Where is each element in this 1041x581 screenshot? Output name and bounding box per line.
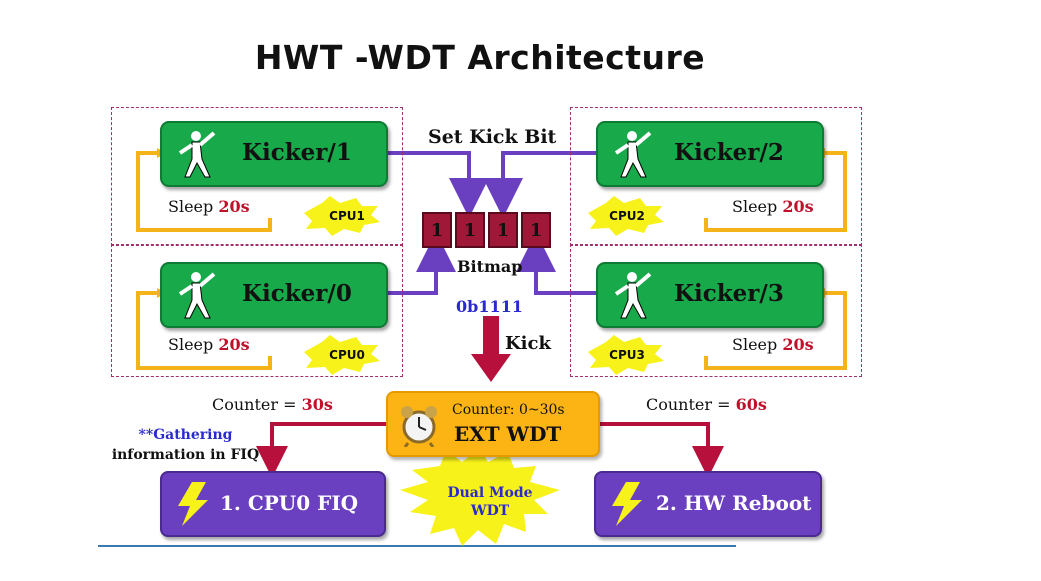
counter-prefix: Counter = — [212, 395, 302, 414]
alarm-clock-icon — [401, 406, 437, 447]
sleep-label-cpu1: Sleep 20s — [168, 197, 250, 216]
counter-value: 60s — [735, 395, 767, 414]
kicker-label: Kicker/1 — [242, 139, 352, 166]
lightning-icon — [178, 482, 208, 526]
gathering-note-line: **Gathering — [138, 427, 233, 443]
counter-line-left — [256, 422, 386, 478]
kicker-label: Kicker/3 — [674, 280, 784, 307]
sleep-label-cpu2: Sleep 20s — [732, 197, 814, 216]
kick-arrow-cpu2 — [483, 151, 596, 218]
sleep-loop-cpu2 — [704, 151, 847, 232]
cpu-label: CPU1 — [329, 209, 365, 223]
cpu-label: CPU0 — [329, 348, 365, 362]
bitmap-value: 0b1111 — [456, 297, 523, 316]
kick-label: Kick — [505, 333, 551, 354]
fiq-box: 1. CPU0 FIQ — [160, 471, 386, 537]
kicker-figure-icon — [614, 131, 652, 178]
ext-wdt-label: EXT WDT — [454, 422, 562, 446]
cpu2-region — [570, 107, 862, 246]
dual-mode-label: Dual Mode WDT — [440, 484, 540, 520]
bitmap-label: Bitmap — [457, 257, 523, 276]
burst-cpu2 — [588, 196, 664, 236]
sleep-label-cpu3: Sleep 20s — [732, 335, 814, 354]
kicker-label: Kicker/2 — [674, 139, 784, 166]
sleep-prefix: Sleep — [168, 197, 219, 216]
burst-dual-mode — [400, 448, 560, 546]
kick-arrow-cpu0 — [384, 232, 456, 295]
sleep-value: 20s — [782, 197, 814, 216]
sleep-label-cpu0: Sleep 20s — [168, 335, 250, 354]
ext-wdt-counter: Counter: 0~30s — [452, 402, 565, 418]
sleep-prefix: Sleep — [732, 197, 783, 216]
kicker-box-0: Kicker/0 — [160, 262, 388, 328]
reboot-label: 2. HW Reboot — [656, 491, 812, 515]
sleep-prefix: Sleep — [732, 335, 783, 354]
kick-big-arrow — [471, 316, 511, 382]
cpu1-region — [111, 107, 403, 246]
dual-mode-line: Dual Mode — [447, 485, 533, 501]
bitmap: 1 1 1 1 — [422, 212, 551, 248]
sleep-value: 20s — [218, 197, 250, 216]
kicker-figure-icon — [614, 272, 652, 319]
kicker-figure-icon — [178, 131, 216, 178]
sleep-prefix: Sleep — [168, 335, 219, 354]
bitmap-bit: 1 — [422, 212, 452, 248]
lightning-icon — [612, 482, 642, 526]
diagram-title: HWT -WDT Architecture — [254, 38, 706, 77]
cpu0-region — [111, 244, 403, 377]
reboot-box: 2. HW Reboot — [594, 471, 822, 537]
bitmap-bit: 1 — [488, 212, 518, 248]
burst-cpu0 — [304, 335, 380, 375]
burst-cpu1 — [304, 196, 380, 236]
kicker-figure-icon — [178, 272, 216, 319]
kicker-box-2: Kicker/2 — [596, 121, 824, 187]
fiq-label: 1. CPU0 FIQ — [220, 491, 359, 515]
bitmap-bit: 1 — [455, 212, 485, 248]
sleep-value: 20s — [782, 335, 814, 354]
burst-cpu3 — [588, 335, 664, 375]
sleep-loop-cpu0 — [136, 291, 272, 370]
bitmap-bit: 1 — [521, 212, 551, 248]
counter-line-right — [596, 422, 724, 478]
kicker-label: Kicker/0 — [242, 280, 352, 307]
kicker-box-1: Kicker/1 — [160, 121, 388, 187]
set-kick-bit-label: Set Kick Bit — [428, 126, 557, 148]
kick-arrow-cpu1 — [384, 151, 489, 218]
gathering-note: **Gathering information in FIQ — [108, 425, 263, 465]
sleep-loop-cpu3 — [704, 291, 847, 370]
counter-prefix: Counter = — [646, 395, 736, 414]
cpu-label: CPU3 — [609, 348, 645, 362]
kick-arrow-cpu3 — [516, 232, 596, 295]
ext-wdt-box: Counter: 0~30s EXT WDT — [386, 391, 600, 457]
gathering-note-line: information in FIQ — [111, 447, 260, 463]
kicker-box-3: Kicker/3 — [596, 262, 824, 328]
dual-mode-line: WDT — [470, 503, 510, 519]
cpu3-region — [570, 244, 862, 377]
sleep-loop-cpu1 — [136, 151, 272, 232]
counter-right: Counter = 60s — [646, 395, 767, 414]
counter-left: Counter = 30s — [212, 395, 333, 414]
counter-value: 30s — [301, 395, 333, 414]
sleep-value: 20s — [218, 335, 250, 354]
cpu-label: CPU2 — [609, 209, 645, 223]
